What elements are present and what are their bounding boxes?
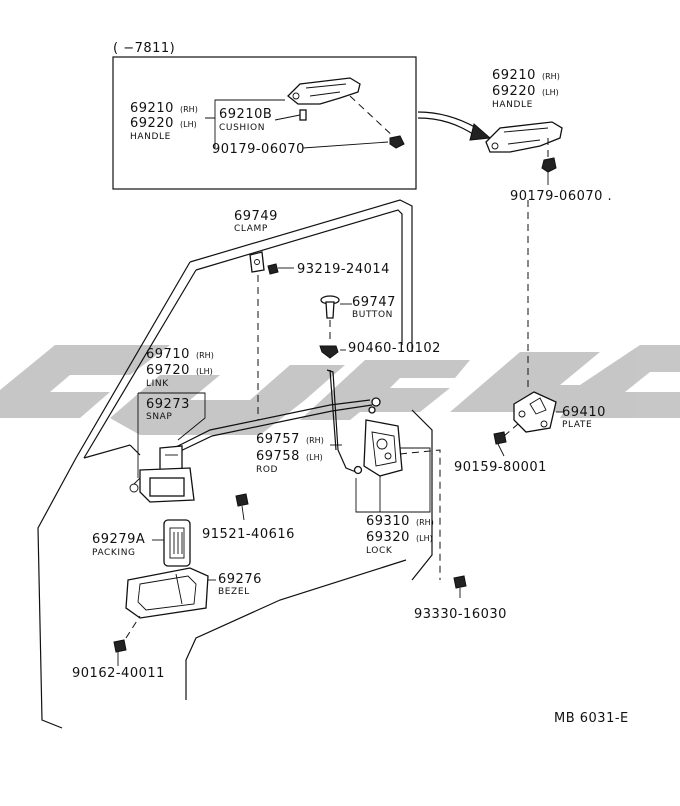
screw-90162 [113, 615, 141, 666]
label-rod-rh-code: 69757 [256, 432, 300, 447]
inset-handle-part [287, 77, 405, 149]
button-part [320, 295, 352, 340]
main-handle-part [485, 121, 563, 390]
label-link-rh-suffix: (RH) [196, 351, 214, 360]
label-lock-lh-code: 69320 [366, 530, 410, 545]
bezel-part [125, 567, 216, 619]
label-inset-handle-name: HANDLE [130, 132, 171, 142]
inside-handle-bracket [129, 445, 195, 503]
inset-leaders [205, 99, 389, 149]
screw-90159 [493, 423, 519, 457]
label-link-rh-code: 69710 [146, 347, 190, 362]
screw-91521 [235, 493, 249, 521]
inset-serial-range: ( −7811) [113, 41, 175, 56]
label-handle-rh-suffix: (RH) [542, 72, 560, 81]
label-handle-lh-code: 69220 [492, 84, 536, 99]
label-screw-93330-code: 93330-16030 [414, 607, 507, 622]
label-grommet-code: 90460-10102 [348, 341, 441, 356]
watermark [0, 345, 680, 435]
label-clamp-code: 69749 [234, 209, 278, 224]
label-plate-name: PLATE [562, 420, 592, 430]
label-lock-rh-code: 69310 [366, 514, 410, 529]
label-plate-screw-code: 90159-80001 [454, 460, 547, 475]
label-handle-rh-code: 69210 [492, 68, 536, 83]
label-screw-90162-code: 90162-40011 [72, 666, 165, 681]
label-rod-name: ROD [256, 465, 278, 475]
transition-arrow [417, 111, 492, 141]
label-link-lh-suffix: (LH) [196, 367, 213, 376]
striker-plate-part [513, 391, 564, 433]
inset-box: ( −7811) [112, 41, 417, 190]
clamp-part [249, 251, 294, 420]
label-lock-lh-suffix: (LH) [416, 534, 433, 543]
label-lock-rh-suffix: (RH) [416, 518, 434, 527]
label-cushion-name: CUSHION [219, 123, 265, 133]
grommet-part [319, 345, 346, 359]
label-snap-code: 69273 [146, 397, 190, 412]
label-handle-bolt-code: 90179-06070 . [510, 189, 612, 204]
lock-part [353, 419, 441, 580]
label-bezel-name: BEZEL [218, 587, 250, 597]
label-lock-name: LOCK [366, 546, 393, 556]
rod-link-assembly [169, 369, 381, 473]
screw-93330 [453, 575, 467, 598]
label-clamp-name: CLAMP [234, 224, 268, 234]
snap-leader [137, 392, 206, 478]
label-snap-name: SNAP [146, 412, 172, 422]
label-inset-handle-lh-suffix: (LH) [180, 120, 197, 129]
label-rod-lh-code: 69758 [256, 449, 300, 464]
label-packing-name: PACKING [92, 548, 136, 558]
label-link-name: LINK [146, 379, 169, 389]
label-clamp-screw-code: 93219-24014 [297, 262, 390, 277]
label-inset-bolt-code: 90179-06070 [212, 142, 305, 157]
label-button-code: 69747 [352, 295, 396, 310]
label-rod-lh-suffix: (LH) [306, 453, 323, 462]
label-packing-code: 69279A [92, 532, 145, 547]
label-handle-name: HANDLE [492, 100, 533, 110]
label-inset-handle-lh-code: 69220 [130, 116, 174, 131]
diagram-reference-code: MB 6031-E [554, 711, 629, 726]
label-handle-lh-suffix: (LH) [542, 88, 559, 97]
door-outline [37, 199, 433, 729]
label-bezel-code: 69276 [218, 572, 262, 587]
label-cushion-code: 69210B [219, 107, 272, 122]
label-link-lh-code: 69720 [146, 363, 190, 378]
label-plate-code: 69410 [562, 405, 606, 420]
packing-part [152, 519, 191, 567]
label-inset-handle-rh-code: 69210 [130, 101, 174, 116]
label-button-name: BUTTON [352, 310, 393, 320]
label-rod-rh-suffix: (RH) [306, 436, 324, 445]
label-inset-handle-rh-suffix: (RH) [180, 105, 198, 114]
label-screw-91521-code: 91521-40616 [202, 527, 295, 542]
